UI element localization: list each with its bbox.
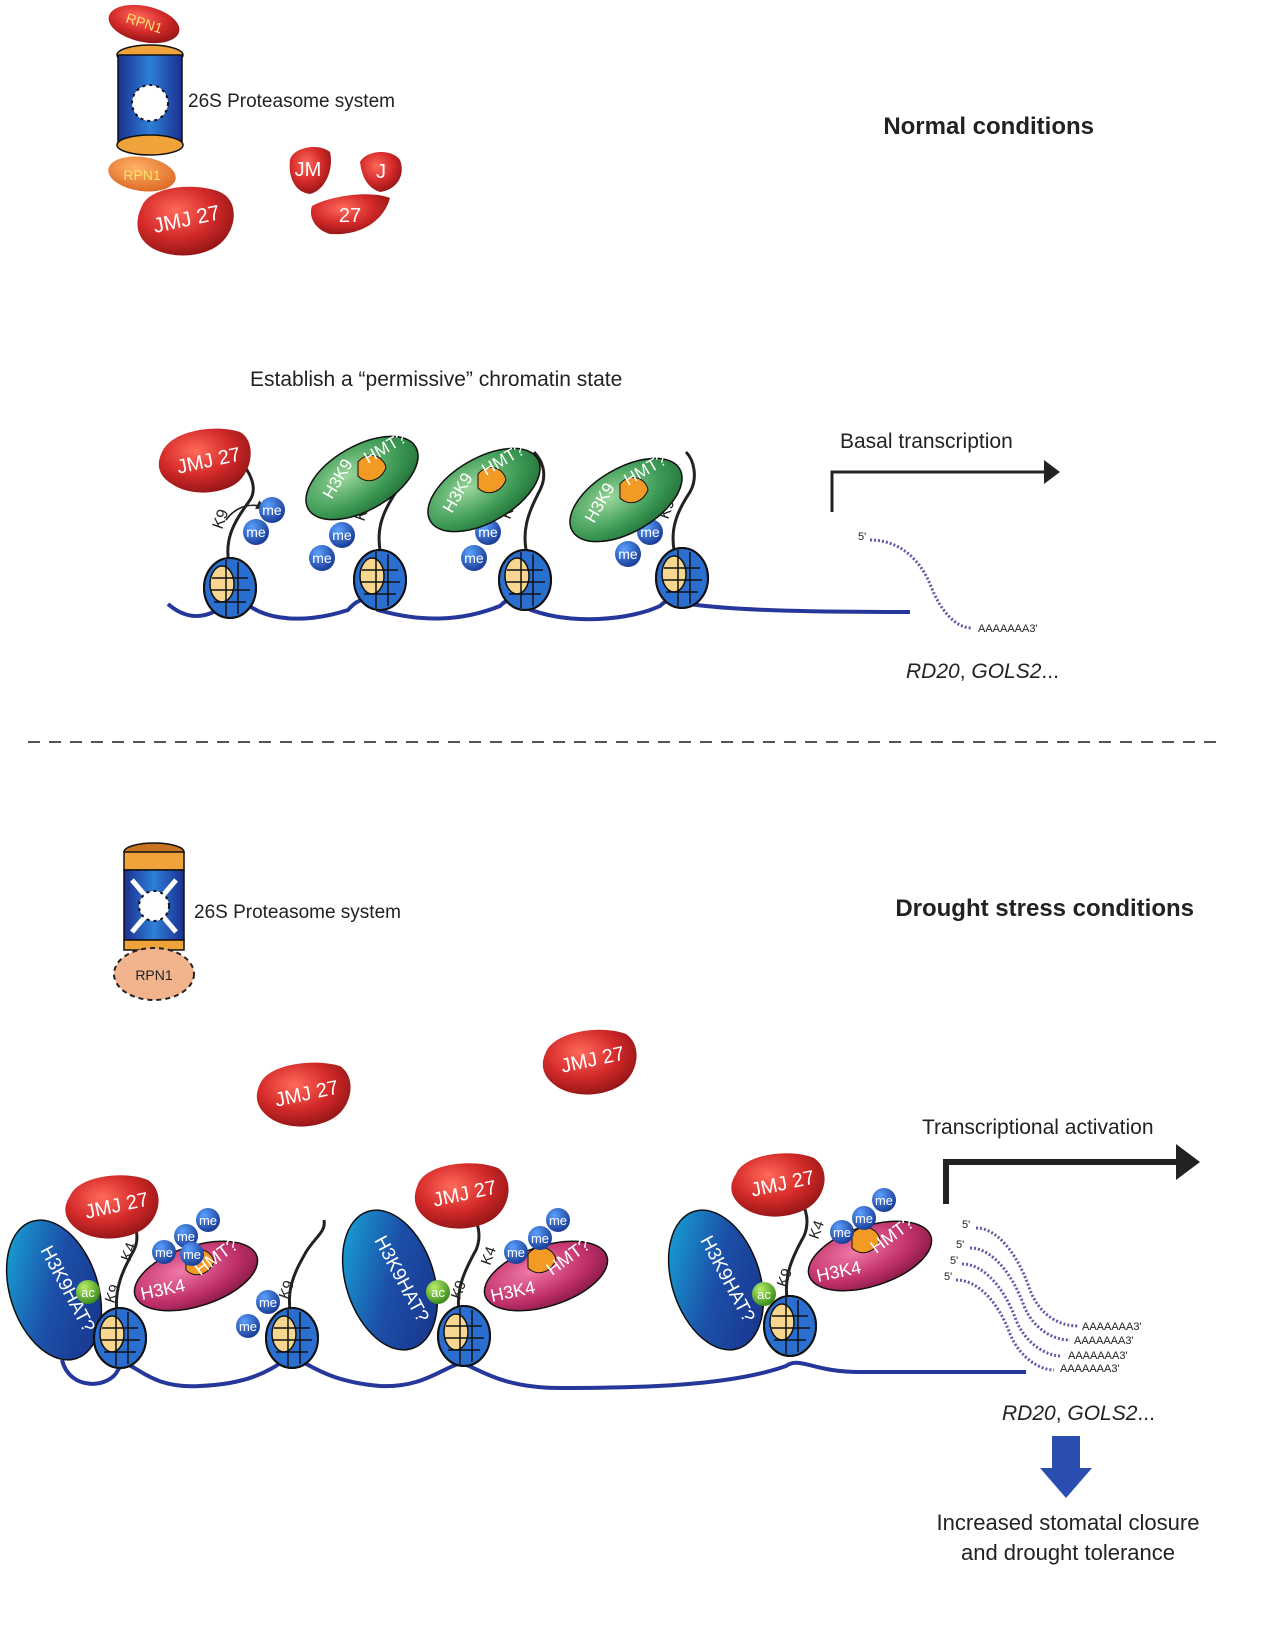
jmj27-free-2: JMJ 27 [542, 1029, 637, 1095]
target-genes-drought: RD20, GOLS2... [1002, 1402, 1155, 1425]
chromatin-caption: Establish a “permissive” chromatin state [250, 368, 622, 391]
jmj27-chromatin-drought-1: JMJ 27 [65, 1175, 159, 1239]
svg-text:AAAAAAA3': AAAAAAA3' [1068, 1350, 1128, 1362]
svg-text:K4: K4 [806, 1218, 828, 1241]
nucleosome-normal-3 [498, 549, 552, 611]
drought-title: Drought stress conditions [895, 895, 1194, 922]
normal-section: RPN1 RPN1 26S Proteasome system JMJ 27 J… [108, 4, 1094, 683]
nucleosome-drought-4 [763, 1295, 817, 1357]
me-group: me me me me me me me me me me me me [152, 1188, 896, 1338]
svg-text:me: me [855, 1211, 873, 1226]
svg-text:me: me [312, 550, 332, 566]
svg-text:me: me [332, 527, 352, 543]
svg-text:me: me [833, 1225, 851, 1240]
fragment-27: 27 [339, 205, 361, 227]
svg-text:K4: K4 [478, 1244, 500, 1267]
svg-text:5': 5' [950, 1255, 958, 1267]
proteasome-label-normal: 26S Proteasome system [188, 91, 395, 112]
svg-text:me: me [239, 1319, 257, 1334]
jmj27-protein-chromatin-normal: JMJ 27 [158, 428, 251, 493]
outcome-line-1: Increased stomatal closure [937, 1510, 1200, 1535]
svg-text:me: me [464, 550, 484, 566]
nucleosome-normal-2 [353, 549, 407, 611]
svg-text:5': 5' [956, 1239, 964, 1251]
mrna-normal: 5' AAAAAAA3' [858, 531, 1038, 635]
dna-strand-drought [60, 1356, 1026, 1391]
normal-title: Normal conditions [883, 113, 1094, 140]
svg-text:K9: K9 [774, 1266, 796, 1289]
jmj27-protein-normal: JMJ 27 [137, 186, 234, 256]
svg-text:ac: ac [431, 1285, 445, 1300]
svg-text:me: me [549, 1213, 567, 1228]
svg-text:K9: K9 [448, 1278, 470, 1301]
svg-text:5': 5' [944, 1271, 952, 1283]
nucleosome-drought-3 [437, 1305, 491, 1367]
jmj27-free-1: JMJ 27 [256, 1062, 351, 1127]
svg-text:5': 5' [962, 1219, 970, 1231]
svg-text:me: me [640, 524, 660, 540]
svg-text:ac: ac [81, 1285, 95, 1300]
h3k9-hmt-complex-3: H3K9 HMT? [569, 450, 683, 543]
nucleosome-normal-1 [203, 557, 257, 619]
svg-text:K9: K9 [276, 1278, 298, 1301]
svg-text:me: me [155, 1245, 173, 1260]
nucleosome-normal-4 [655, 547, 709, 609]
ac-group: ac ac ac [76, 1280, 776, 1306]
svg-text:me: me [199, 1213, 217, 1228]
svg-text:ac: ac [757, 1287, 771, 1302]
outcome-arrow [1040, 1436, 1092, 1498]
h3k9hat-complex-2: H3K9HAT? [341, 1209, 439, 1351]
svg-text:me: me [618, 546, 638, 562]
svg-text:me: me [507, 1245, 525, 1260]
svg-text:K4: K4 [118, 1240, 140, 1263]
basal-transcription-label: Basal transcription [840, 430, 1013, 453]
svg-text:me: me [875, 1193, 893, 1208]
drought-section: RPN1 26S Proteasome system Drought stres… [5, 842, 1200, 1565]
svg-text:AAAAAAA3': AAAAAAA3' [1074, 1335, 1134, 1347]
rpn1-top: RPN1 [108, 4, 180, 44]
rpn1-bottom: RPN1 [108, 156, 176, 192]
h3k9hat-complex-3: H3K9HAT? [667, 1209, 765, 1351]
proteasome-drought [123, 842, 185, 951]
jmj27-fragments: JM J 27 [289, 146, 402, 235]
svg-text:me: me [478, 524, 498, 540]
svg-text:me: me [177, 1229, 195, 1244]
outcome-line-2: and drought tolerance [961, 1540, 1175, 1565]
svg-text:AAAAAAA3': AAAAAAA3' [1082, 1321, 1142, 1333]
rpn1-bottom-label: RPN1 [123, 167, 161, 183]
target-genes-normal: RD20, GOLS2... [906, 660, 1059, 683]
svg-text:me: me [531, 1231, 549, 1246]
rpn1-detached: RPN1 [113, 947, 195, 1001]
svg-text:me: me [259, 1295, 277, 1310]
nucleosome-drought-2 [265, 1307, 319, 1369]
transcriptional-activation-label: Transcriptional activation [922, 1116, 1154, 1139]
jmj27-chromatin-drought-3: JMJ 27 [731, 1153, 825, 1217]
svg-text:RPN1: RPN1 [135, 967, 173, 983]
proteasome-label-drought: 26S Proteasome system [194, 902, 401, 923]
svg-text:AAAAAAA3': AAAAAAA3' [1060, 1363, 1120, 1375]
svg-text:K9: K9 [102, 1282, 124, 1305]
svg-text:5': 5' [858, 531, 866, 543]
fragment-j: J [376, 161, 386, 183]
svg-text:me: me [183, 1247, 201, 1262]
me-group: me me me me me me me me [243, 497, 663, 571]
proteasome-normal [116, 44, 184, 156]
fragment-jm: JM [295, 159, 322, 181]
svg-text:me: me [262, 502, 282, 518]
mrna-drought: 5' AAAAAAA3' 5' AAAAAAA3' 5' AAAAAAA3' 5… [944, 1219, 1142, 1375]
svg-text:AAAAAAA3': AAAAAAA3' [978, 623, 1038, 635]
nucleosome-drought-1 [93, 1307, 147, 1369]
jmj27-chromatin-drought-2: JMJ 27 [414, 1163, 509, 1229]
k9-label: K9 [210, 507, 233, 531]
svg-text:me: me [246, 524, 266, 540]
